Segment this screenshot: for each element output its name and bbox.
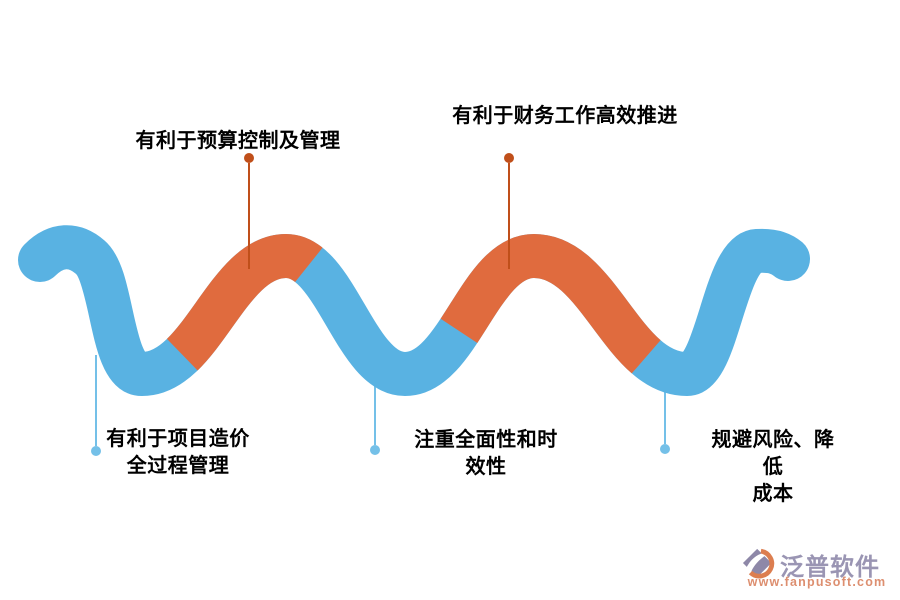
brand-url: www.fanpusoft.com <box>747 575 887 589</box>
leader-dot-top-1 <box>244 153 254 163</box>
brand-name: 泛普软件 <box>780 554 880 581</box>
leader-dot-bottom-3 <box>660 444 670 454</box>
label-comprehensive-timeliness: 注重全面性和时 效性 <box>414 429 558 478</box>
logo-crescent-shape <box>748 548 775 579</box>
fanpu-logo-icon <box>742 548 775 579</box>
label-finance-efficiency: 有利于财务工作高效推进 <box>452 105 678 127</box>
leader-dot-top-2 <box>504 153 514 163</box>
wave-ribbon-blue <box>18 225 810 397</box>
logo-swoosh-shape <box>745 552 771 574</box>
label-budget-control: 有利于预算控制及管理 <box>135 130 341 152</box>
label-project-cost-management: 有利于项目造价 全过程管理 <box>106 428 250 477</box>
leader-dot-bottom-2 <box>370 445 380 455</box>
leader-dot-bottom-1 <box>91 446 101 456</box>
label-risk-cost-reduction: 规避风险、降低 成本 <box>711 429 835 505</box>
brand-logo: 泛普软件 www.fanpusoft.com <box>742 546 888 592</box>
